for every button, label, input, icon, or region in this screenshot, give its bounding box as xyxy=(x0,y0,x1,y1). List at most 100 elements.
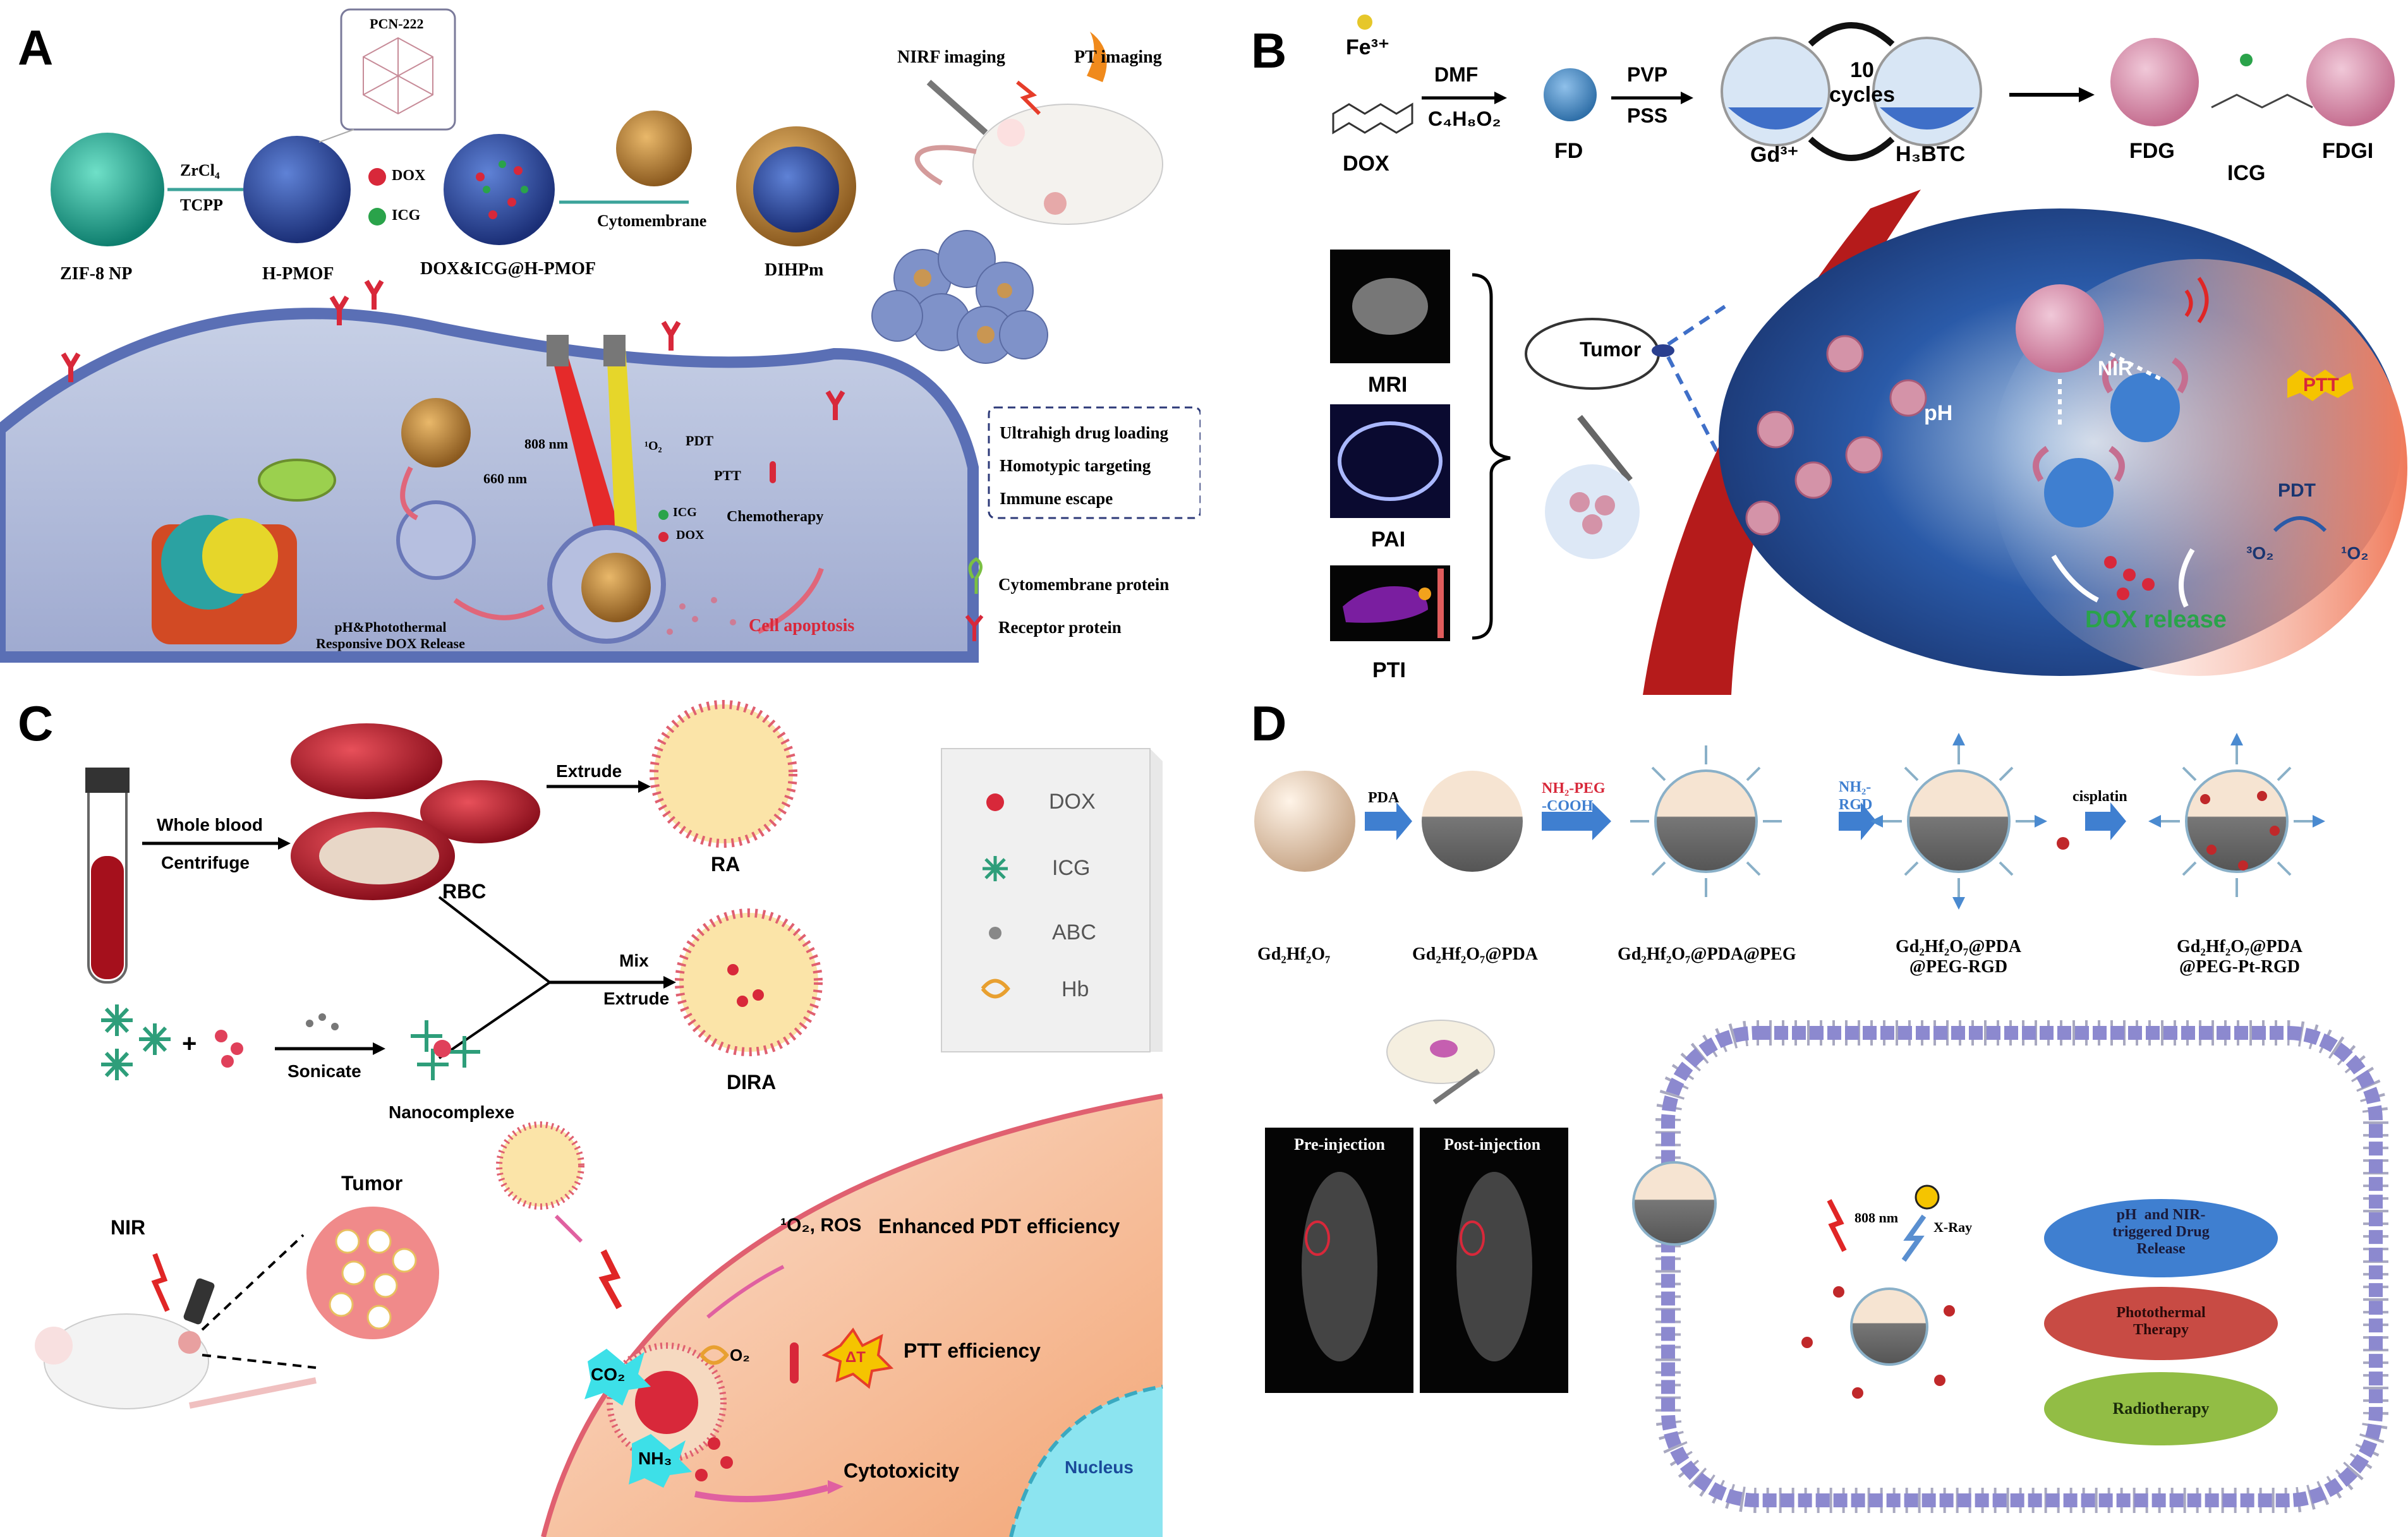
ptt-b-label: PTT xyxy=(2303,375,2339,395)
nirf-label: NIRF imaging xyxy=(897,47,1005,67)
gd-label: Gd³⁺ xyxy=(1750,143,1799,167)
syringe-b-icon xyxy=(1577,414,1633,483)
lightning-icon xyxy=(1016,80,1041,116)
legend-dox-label: DOX xyxy=(392,167,426,184)
fdg-particle xyxy=(2110,38,2199,126)
syringe-icon xyxy=(926,80,988,135)
legend-c-hb: Hb xyxy=(1062,977,1089,1001)
dmf-label: DMF xyxy=(1434,63,1479,86)
delta-t-label: ΔT xyxy=(845,1349,866,1366)
cytotoxicity-label: Cytotoxicity xyxy=(844,1459,960,1482)
fdgi-particle xyxy=(2306,38,2395,126)
nir-b-label: NIR xyxy=(2098,357,2133,380)
d-label-1: Gd₂Hf₂O₇ xyxy=(1257,944,1331,964)
nh2-rgd-top-label: NH₂- xyxy=(1839,779,1872,795)
cytomembrane-arrow-label: Cytomembrane xyxy=(597,212,707,230)
singlet-oxygen-label: ¹O₂ xyxy=(644,439,662,453)
panel-a-graphics xyxy=(0,8,1201,663)
nanoparticle-cluster xyxy=(871,230,1048,364)
zif8-particle xyxy=(51,133,164,246)
gd-particle-3 xyxy=(1630,745,1782,897)
panel-c: C xyxy=(0,685,1201,1537)
laser-device xyxy=(183,1278,215,1325)
plus-label: + xyxy=(182,1030,197,1058)
panel-b-graphics xyxy=(1330,15,2407,695)
dira-label: DIRA xyxy=(727,1071,777,1094)
receptor-protein-label: Receptor protein xyxy=(998,618,1122,637)
mouse xyxy=(972,104,1163,225)
nm808-d-label: 808 nm xyxy=(1854,1210,1899,1226)
chemotherapy-label: Chemotherapy xyxy=(727,509,824,525)
dox-label: DOX xyxy=(676,528,705,542)
gd-particle-4 xyxy=(1883,745,2035,897)
particle-membrane xyxy=(1632,1161,1717,1246)
laser-660 xyxy=(607,347,638,553)
particle-inside xyxy=(1850,1287,1928,1366)
d-label-4: Gd₂Hf₂O₇@PDA @PEG-RGD xyxy=(1896,937,2022,977)
panel-c-graphics xyxy=(35,700,1163,1537)
pcn-label: PCN-222 xyxy=(370,16,424,32)
mri-label: MRI xyxy=(1368,373,1408,397)
tumor-b-label: Tumor xyxy=(1580,338,1642,361)
flame-icon xyxy=(1087,32,1107,82)
icg-stars xyxy=(101,1004,171,1080)
xray-lightning-icon xyxy=(1901,1214,1927,1262)
rbc-1 xyxy=(291,723,442,799)
laser-808 xyxy=(550,347,626,556)
dox-structure xyxy=(1332,102,1413,135)
pre-injection-label: Pre-injection xyxy=(1294,1135,1385,1154)
step-label-hpmof: H-PMOF xyxy=(262,264,334,284)
box-radiotherapy-label: Radiotherapy xyxy=(2112,1399,2210,1418)
gd-particle-5 xyxy=(2161,745,2313,897)
fdgi-in-tumor xyxy=(2016,284,2104,373)
panel-b: B xyxy=(1238,0,2408,695)
rbc-label: RBC xyxy=(442,880,487,903)
legend-dox-dot xyxy=(368,168,386,186)
nir-c-label: NIR xyxy=(111,1216,146,1239)
cycles-label: 10 cycles xyxy=(1829,58,1895,107)
mix-label: Mix xyxy=(619,951,649,970)
legend-c-dox: DOX xyxy=(1049,790,1096,814)
feature-1: Ultrahigh drug loading xyxy=(1000,423,1169,442)
feature-2: Homotypic targeting xyxy=(1000,456,1151,475)
d-label-2: Gd₂Hf₂O₇@PDA xyxy=(1412,944,1539,964)
legend-icg-label: ICG xyxy=(392,207,421,224)
ra-label: RA xyxy=(711,853,741,876)
legend-c-icg: ICG xyxy=(1052,856,1091,880)
cytomembrane-protein-label: Cytomembrane protein xyxy=(998,575,1170,594)
gd-particle-1 xyxy=(1254,771,1355,872)
dox-b-label: DOX xyxy=(1343,152,1389,176)
cytomembrane-protein-icon xyxy=(968,557,983,594)
cooh-label: -COOH xyxy=(1542,798,1594,814)
box-photothermal xyxy=(2044,1287,2278,1360)
post-injection-label: Post-injection xyxy=(1444,1135,1541,1154)
triplet-oxygen-label: ³O₂ xyxy=(2246,543,2274,563)
arrow1-bottom-label: TCPP xyxy=(180,196,223,214)
hpmof-particle xyxy=(243,136,351,243)
mitochondrion xyxy=(258,459,336,502)
dox-release-label: DOX release xyxy=(2085,606,2227,633)
rbc-2 xyxy=(420,780,540,843)
nucleus-label: Nucleus xyxy=(1065,1457,1134,1477)
apoptosis-label: Cell apoptosis xyxy=(749,616,855,636)
hb-o2-icon xyxy=(699,1345,729,1365)
features-box xyxy=(988,406,1201,519)
pdt-label: PDT xyxy=(686,433,713,449)
panel-d-graphics xyxy=(1254,733,2388,1513)
dox-icg-hpmof-particle xyxy=(444,134,555,245)
solvent-label: C₄H₈O₂ xyxy=(1428,107,1501,130)
droplet xyxy=(1545,464,1640,559)
step-label-dihpm: DIHPm xyxy=(765,260,824,280)
icg-structure xyxy=(2211,93,2313,109)
step-label-zif8: ZIF-8 NP xyxy=(60,264,133,284)
panel-letter-b: B xyxy=(1251,23,1287,78)
enhanced-pdt-label: Enhanced PDT efficiency xyxy=(878,1215,1120,1238)
lightning-d-icon xyxy=(1827,1199,1847,1252)
whole-blood-label: Whole blood xyxy=(157,815,263,835)
centrifuge-label: Centrifuge xyxy=(161,853,250,872)
h3btc-label: H₃BTC xyxy=(1896,142,1966,166)
cisplatin-label: cisplatin xyxy=(2072,788,2127,805)
panel-a: A xyxy=(0,0,1201,682)
panel-letter-c: C xyxy=(18,696,54,751)
nh3-burst xyxy=(629,1434,692,1488)
